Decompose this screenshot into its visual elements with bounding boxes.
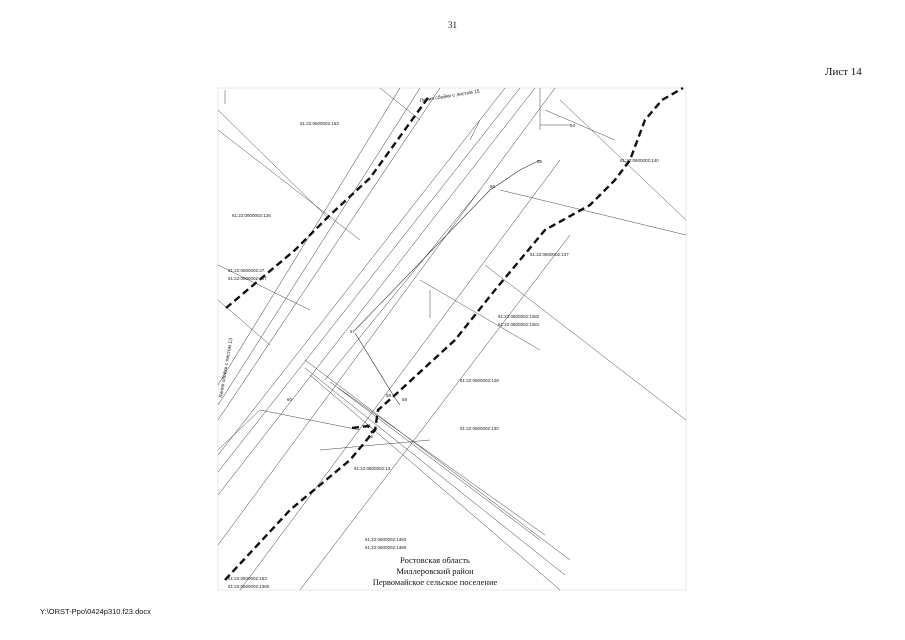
sheet-label: Лист 14 bbox=[825, 66, 862, 78]
parcel-label: 61:22:0600002:1381 bbox=[498, 322, 540, 327]
boundary-curves bbox=[354, 159, 541, 406]
point-label: 58 bbox=[386, 393, 392, 398]
region-line-2: Миллеровский район bbox=[396, 566, 474, 576]
map-frame bbox=[217, 87, 687, 591]
parcel-label: 61:22:0600002:1380 bbox=[228, 584, 270, 589]
region-line-1: Ростовская область bbox=[400, 555, 470, 565]
point-label: 62 bbox=[368, 434, 374, 439]
parcel-label: 61:22:0600002:130 bbox=[460, 426, 499, 431]
point-label: 59 bbox=[402, 397, 408, 402]
parcel-label: 61:22:0600002:27 bbox=[228, 268, 265, 273]
road-corridor-lines bbox=[217, 87, 571, 591]
parcel-label: 61:22:0600002:1383 bbox=[365, 537, 407, 542]
parcel-label: 61:22:0600002:1382 bbox=[498, 314, 540, 319]
parcel-label: 61:22:0600002:153 bbox=[228, 576, 267, 581]
point-label: 55 bbox=[537, 159, 543, 164]
parcel-label: 61:22:0600002:153 bbox=[300, 121, 339, 126]
region-line-3: Первомайское сельское поселение bbox=[372, 577, 498, 587]
parcel-label: 61:22:0600002:407 bbox=[228, 276, 267, 281]
parcel-boundaries bbox=[217, 87, 687, 451]
point-label: 56 bbox=[490, 184, 496, 189]
parcel-label: 61:22:0600002:140 bbox=[620, 158, 659, 163]
parcel-label: 61:22:0600002:1380 bbox=[365, 545, 407, 550]
border-label-top: Линия сбойки с листом 15 bbox=[419, 88, 480, 104]
crossroad-lines bbox=[304, 359, 571, 591]
point-label: 61 bbox=[366, 423, 372, 428]
parcel-label: 61:22:0600002:13 bbox=[354, 466, 391, 471]
point-label: 54 bbox=[570, 123, 576, 128]
border-label-left: Линия сбойки с листом 13 bbox=[217, 337, 234, 398]
point-label: 57 bbox=[350, 329, 356, 334]
parcel-label: 61:22:0600002:137 bbox=[530, 252, 569, 257]
planning-boundary bbox=[224, 86, 684, 581]
parcel-label: 61:22:0600002:128 bbox=[460, 378, 499, 383]
page-number: 31 bbox=[448, 20, 457, 30]
point-label: 60 bbox=[287, 397, 293, 402]
footer-file-path: Y:\ORST-Ppo\0424p310.f23.docx bbox=[40, 607, 151, 616]
region-caption: Ростовская область Миллеровский район Пе… bbox=[360, 555, 510, 588]
parcel-label: 61:22:0600002:126 bbox=[232, 213, 271, 218]
